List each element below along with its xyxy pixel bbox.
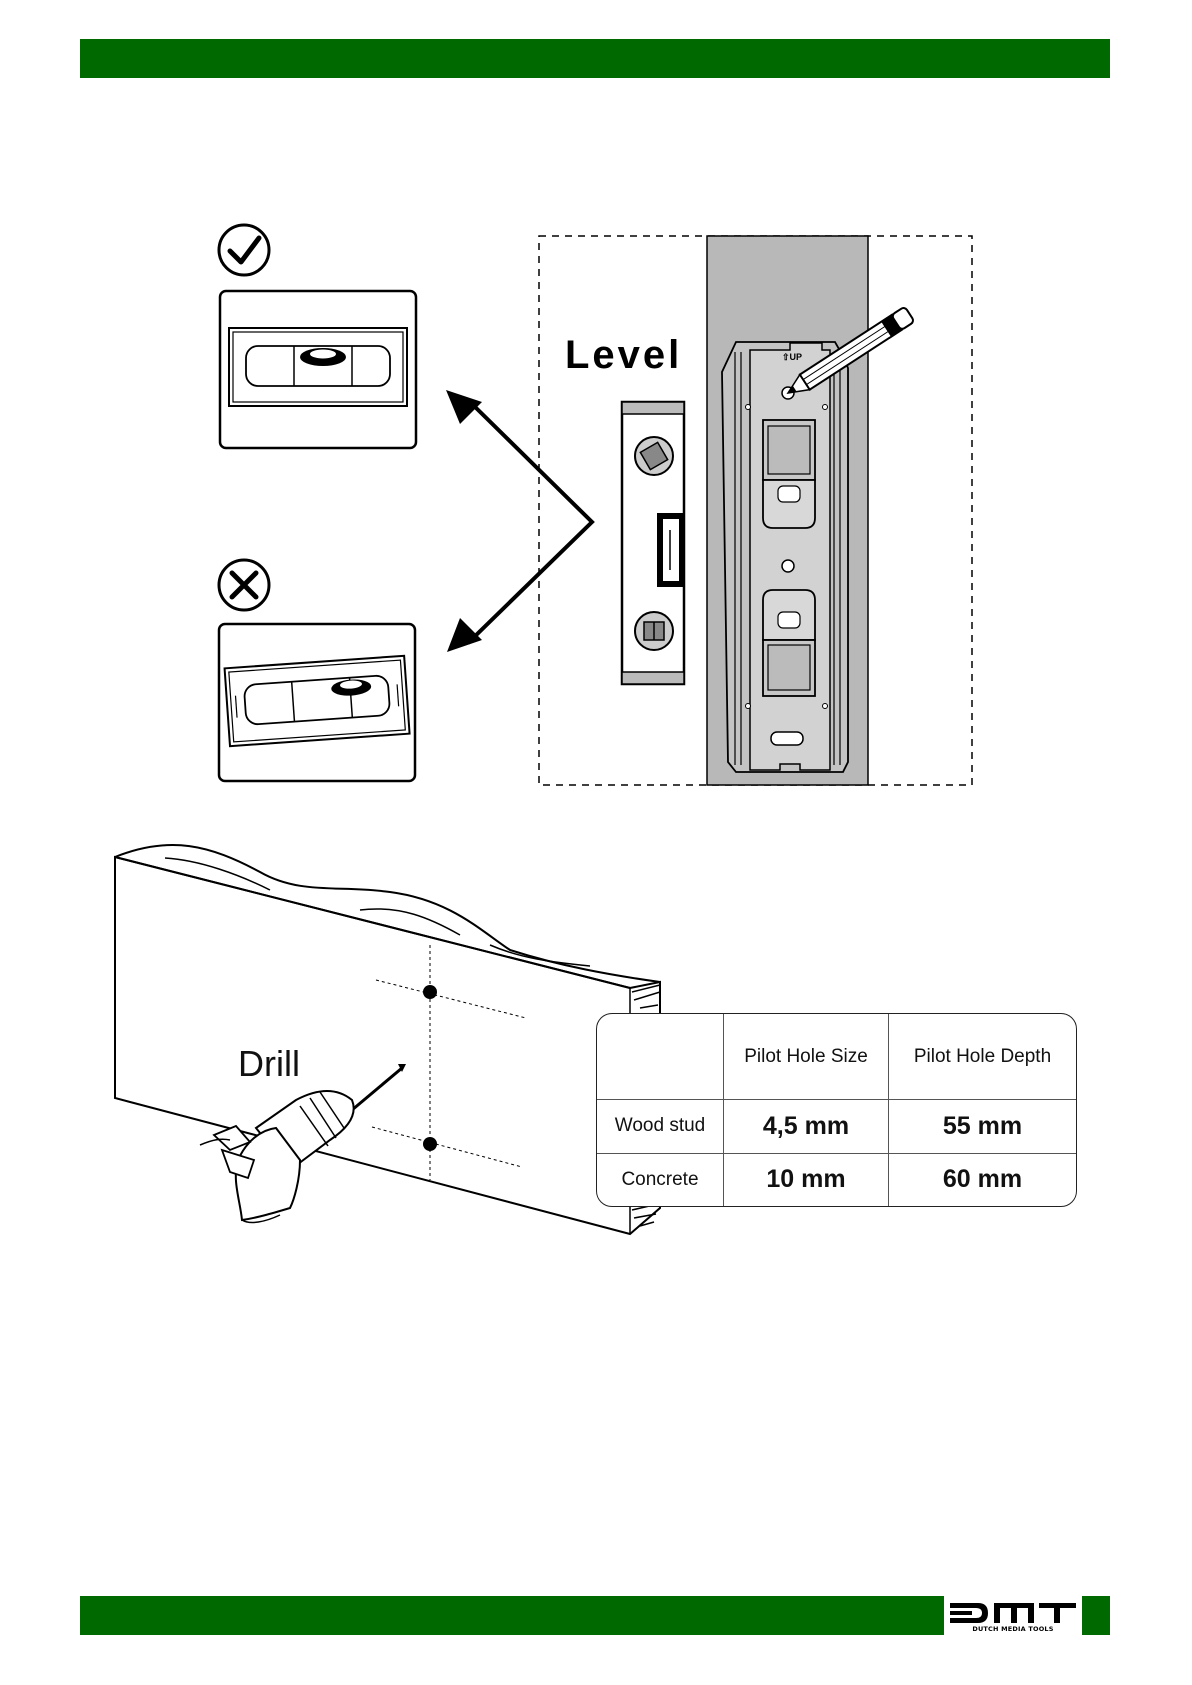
material-cell: Wood stud xyxy=(597,1100,724,1154)
up-label: ⇧UP xyxy=(782,352,802,362)
up-label-text: UP xyxy=(790,352,803,362)
table-header-cell: Pilot Hole Size xyxy=(724,1014,889,1100)
material-cell: Concrete xyxy=(597,1153,724,1206)
table-header-row: Pilot Hole Size Pilot Hole Depth xyxy=(597,1014,1076,1100)
level-label: Level xyxy=(565,333,682,377)
table-header-cell: Pilot Hole Depth xyxy=(889,1014,1077,1100)
logo-subtitle: DUTCH MEDIA TOOLS xyxy=(944,1625,1082,1633)
level-incorrect-panel xyxy=(219,624,415,781)
arrow-icon xyxy=(446,390,592,652)
level-correct-panel xyxy=(220,291,416,448)
dmt-logo: DUTCH MEDIA TOOLS xyxy=(944,1596,1082,1635)
dmt-logo-mark xyxy=(948,1600,1078,1626)
table-header-cell xyxy=(597,1014,724,1100)
pilot-hole-table: Pilot Hole Size Pilot Hole Depth Wood st… xyxy=(596,1013,1077,1207)
table-row: Concrete 10 mm 60 mm xyxy=(597,1153,1076,1206)
table-row: Wood stud 4,5 mm 55 mm xyxy=(597,1100,1076,1154)
check-icon xyxy=(219,225,269,275)
depth-cell: 60 mm xyxy=(889,1153,1077,1206)
depth-cell: 55 mm xyxy=(889,1100,1077,1154)
level-tool xyxy=(622,402,684,684)
drill-label: Drill xyxy=(238,1043,300,1084)
wall-block xyxy=(115,845,660,1234)
cross-icon xyxy=(219,560,269,610)
mounting-bracket: ⇧UP xyxy=(722,342,848,772)
size-cell: 10 mm xyxy=(724,1153,889,1206)
size-cell: 4,5 mm xyxy=(724,1100,889,1154)
